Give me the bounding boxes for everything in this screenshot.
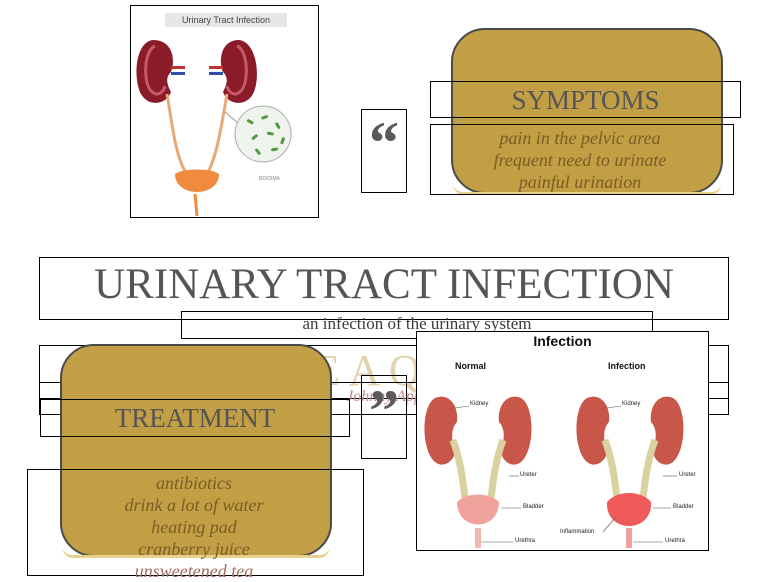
author-box[interactable] [39,382,729,415]
urinary-tract-image[interactable]: Urinary Tract Infection BD [130,5,319,218]
urethra-label-normal: Urethra [515,538,536,544]
infected-system [576,396,684,548]
subtitle: an infection of the urinary system [302,314,532,333]
symptoms-title-box[interactable] [430,81,741,118]
treatment-title-box[interactable] [40,399,350,437]
image-caption: Urinary Tract Infection [181,15,271,25]
treatment-list: antibiotics drink a lot of water heating… [27,472,361,582]
open-quote-box[interactable] [361,109,407,193]
author-placeholder: Johnny App [346,388,422,405]
main-title: URINARY TRACT INFECTION [94,261,674,308]
symptoms-card [451,28,723,195]
treatment-item: cranberry juice [138,539,250,559]
symptom-item: pain in the pelvic area [499,128,661,148]
kidney-illustration [136,40,292,217]
diagram-title: Infection [533,333,592,349]
normal-system [424,396,532,548]
infection-diagram[interactable]: Infection Normal Infection [416,331,709,551]
close-quote-mark: ” [369,378,399,444]
ureter-label-normal: Ureter [520,472,537,478]
card-highlight-edge [62,547,330,558]
treatment-card [60,344,332,558]
treatment-title: TREATMENT [114,403,276,433]
infection-label: Infection [608,361,646,371]
ureter-label-infection: Ureter [679,472,696,478]
urinary-system-drawing [424,396,684,548]
close-quote-box[interactable] [361,375,407,459]
normal-label: Normal [455,361,487,371]
symptom-item: painful urination [518,172,642,192]
bladder-label-normal: Bladder [523,504,544,510]
inflammation-label: Inflammation [560,529,595,535]
urethra-label-infection: Urethra [665,538,686,544]
symptom-item: frequent need to urinate [493,150,667,170]
symptoms-list-box[interactable] [430,124,734,195]
main-title-box[interactable] [39,257,729,320]
card-highlight-edge [453,184,721,195]
image-caption-bar [165,13,287,27]
treatment-item: drink a lot of water [124,495,264,515]
kidney-label-infection: Kidney [622,401,641,407]
symptoms-list: pain in the pelvic area frequent need to… [430,127,730,193]
image-credit: BDIDIMA [259,176,280,182]
open-quote-mark: “ [369,110,399,176]
kidney-label-normal: Kidney [470,401,489,407]
treatment-item: unsweetened tea [134,561,254,581]
symptoms-title: SYMPTOMS [511,85,660,115]
bladder-label-infection: Bladder [673,504,694,510]
treatment-item: heating pad [151,517,237,537]
treatment-item: antibiotics [156,473,232,493]
quote-box[interactable] [39,345,729,399]
